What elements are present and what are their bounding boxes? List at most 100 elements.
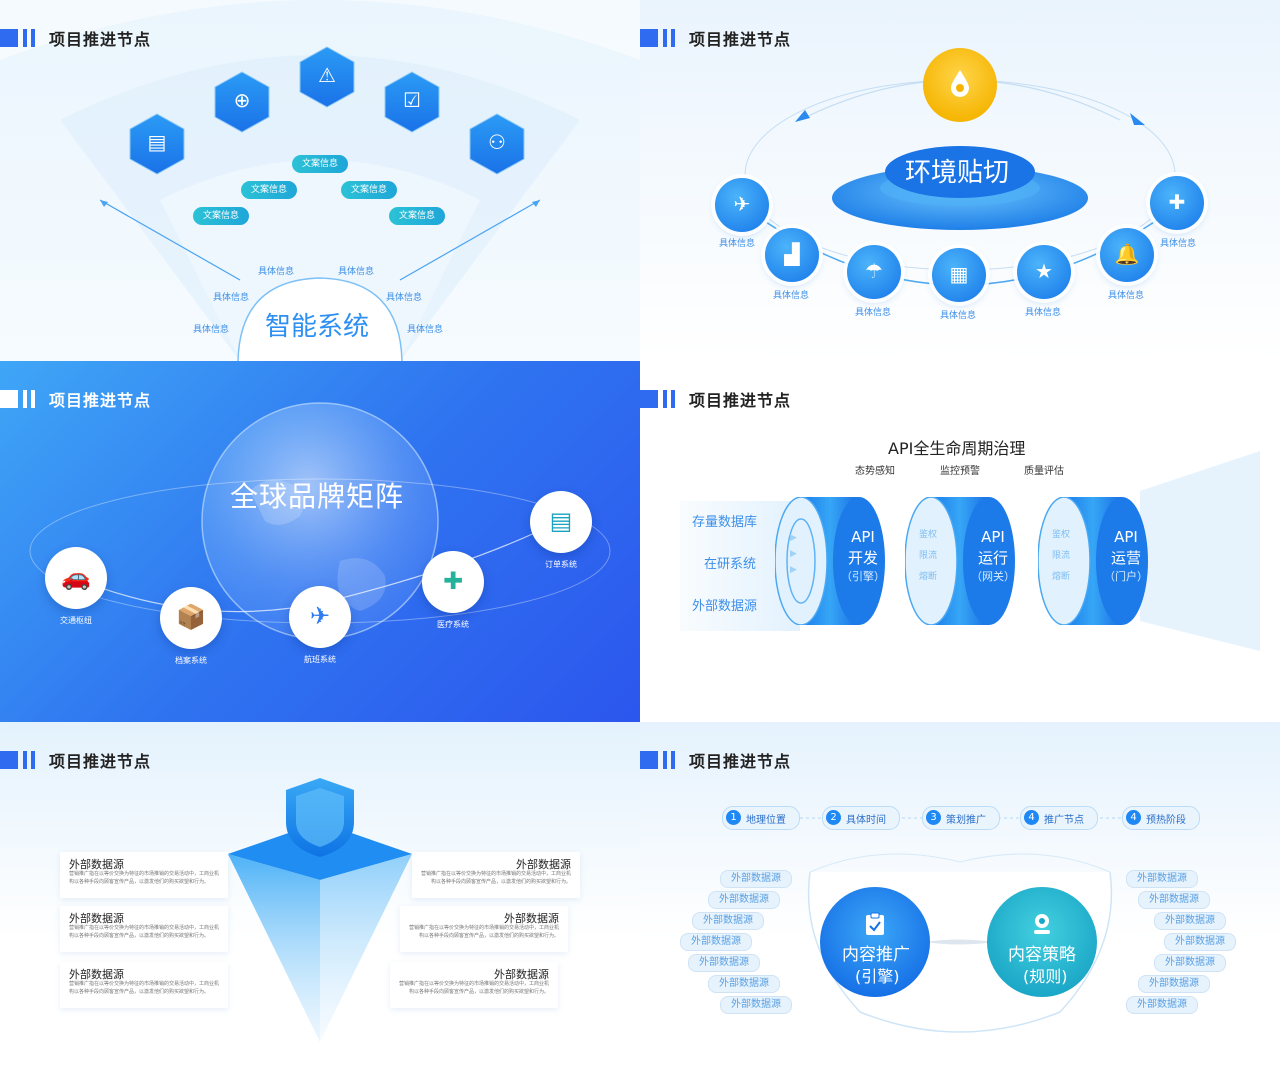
info-card[interactable]: 外部数据源营销推广指在以等价交换为特征的市场推销的交易活动中，工商业机构以各种手…	[412, 852, 580, 898]
source-tag[interactable]: 外部数据源	[688, 954, 760, 972]
card-title: 外部数据源	[69, 968, 124, 981]
info-card[interactable]: 外部数据源营销推广指在以等价交换为特征的市场推销的交易活动中，工商业机构以各种手…	[390, 962, 558, 1008]
info-card[interactable]: 外部数据源营销推广指在以等价交换为特征的市场推销的交易活动中，工商业机构以各种手…	[400, 906, 568, 952]
car-icon: 🚗	[61, 563, 91, 591]
orbit-node[interactable]: ★	[1017, 245, 1071, 299]
source-tag[interactable]: 外部数据源	[1138, 891, 1210, 909]
stage-label: 质量评估	[1024, 466, 1064, 477]
info-card[interactable]: 外部数据源营销推广指在以等价交换为特征的市场推销的交易活动中，工商业机构以各种手…	[60, 852, 228, 898]
system-node[interactable]: 📦	[160, 587, 222, 649]
source-label: 存量数据库	[692, 515, 758, 530]
api-cylinder[interactable]	[905, 497, 1015, 625]
detail-label: 具体信息	[258, 267, 295, 277]
orbit-node[interactable]: ☂	[847, 245, 901, 299]
source-tag[interactable]: 外部数据源	[708, 891, 780, 909]
source-tag[interactable]: 外部数据源	[1138, 975, 1210, 993]
left-circle-sub: (引擎)	[855, 967, 900, 986]
cylinder-l1: API	[1114, 528, 1138, 546]
page-title: 项目推进节点	[49, 752, 152, 771]
node-label: 具体信息	[1025, 308, 1062, 318]
info-card[interactable]: 外部数据源营销推广指在以等价交换为特征的市场推销的交易活动中，工商业机构以各种手…	[60, 906, 228, 952]
bell-icon: 🔔	[1114, 242, 1140, 266]
slide-environment: 项目推进节点 环境贴切 ✈具体信息▟具体信息☂具体信息▦具体信息★具体信息🔔具体…	[640, 0, 1280, 361]
face-label: 限流	[919, 551, 938, 561]
source-tag[interactable]: 外部数据源	[720, 870, 792, 888]
info-pill[interactable]: 文案信息	[292, 155, 348, 173]
right-circle-title: 内容策略	[1008, 945, 1076, 965]
card-body: 营销推广指在以等价交换为特征的市场推销的交易活动中，工商业机构以各种手段向顾客宣…	[398, 981, 549, 995]
orbit-node[interactable]: ✚	[1150, 176, 1204, 230]
box-icon: 📦	[176, 603, 206, 631]
info-pill[interactable]: 文案信息	[389, 207, 445, 225]
source-tag[interactable]: 外部数据源	[1126, 996, 1198, 1014]
card-title: 外部数据源	[516, 858, 571, 871]
card-title: 外部数据源	[494, 968, 549, 981]
node-label: 具体信息	[1108, 291, 1145, 301]
source-tag[interactable]: 外部数据源	[1154, 912, 1226, 930]
source-tag[interactable]: 外部数据源	[1126, 870, 1198, 888]
source-label: 外部数据源	[692, 599, 758, 614]
slide-header: 项目推进节点	[640, 750, 792, 771]
step-label: 具体时间	[846, 815, 886, 826]
target-icon: ⊕	[233, 88, 251, 112]
inverted-pyramid	[228, 778, 412, 1042]
page-title: 项目推进节点	[689, 391, 792, 410]
source-tag[interactable]: 外部数据源	[680, 933, 752, 951]
order-icon: ▤	[549, 507, 573, 535]
puzzle-icon: ✚	[1168, 190, 1186, 214]
center-title: 智能系统	[265, 312, 370, 342]
arrow-icon: ▶	[790, 533, 797, 543]
page-title: 项目推进节点	[689, 752, 792, 771]
slide-pyramid: 项目推进节点 外部数据源营销推广指在以等价交换为特征的市场推销的交易活动中，工商…	[0, 722, 640, 1085]
orbit-node[interactable]: 🔔	[1100, 228, 1154, 282]
source-tag[interactable]: 外部数据源	[720, 996, 792, 1014]
info-pill[interactable]: 文案信息	[241, 181, 297, 199]
detail-label: 具体信息	[213, 293, 250, 303]
orbit-node[interactable]: ▦	[932, 248, 986, 302]
arrow-icon: ▶	[790, 549, 797, 559]
system-node[interactable]: ✚	[422, 551, 484, 613]
slide-header: 项目推进节点	[0, 750, 152, 771]
cylinder-l2: 开发	[847, 549, 878, 567]
node-label: 具体信息	[773, 291, 810, 301]
right-circle-sub: (规则)	[1023, 967, 1068, 986]
source-tag[interactable]: 外部数据源	[692, 912, 764, 930]
cylinder-l1: API	[981, 528, 1005, 546]
hex-tile[interactable]: ⚇	[468, 112, 526, 176]
system-node[interactable]: 🚗	[45, 547, 107, 609]
plane-icon: ✈	[309, 602, 331, 630]
info-pill[interactable]: 文案信息	[193, 207, 249, 225]
source-tag[interactable]: 外部数据源	[1154, 954, 1226, 972]
api-cylinder[interactable]	[1038, 497, 1148, 625]
api-cylinder[interactable]	[775, 497, 885, 625]
hex-tile[interactable]: ▤	[128, 112, 186, 176]
hex-tile[interactable]: ⚠	[298, 45, 356, 109]
slide-smart-system: 项目推进节点 ▤⊕⚠☑⚇ 文案信息文案信息文案信息文案信息文案信息 具体信息具体…	[0, 0, 640, 361]
hex-tile[interactable]: ☑	[383, 70, 441, 134]
slide-header: 项目推进节点	[640, 389, 792, 410]
globe-title: 全球品牌矩阵	[230, 480, 405, 513]
hex-tile[interactable]: ⊕	[213, 70, 271, 134]
slide-header: 项目推进节点	[640, 28, 792, 49]
orbit-node[interactable]: ✈	[715, 178, 769, 232]
cylinder-l1: API	[851, 528, 875, 546]
system-node[interactable]: ✈	[289, 586, 351, 648]
page-title: 项目推进节点	[49, 30, 152, 49]
left-circle-title: 内容推广	[842, 945, 910, 965]
info-card[interactable]: 外部数据源营销推广指在以等价交换为特征的市场推销的交易活动中，工商业机构以各种手…	[60, 962, 228, 1008]
orbit-node[interactable]: ▟	[765, 228, 819, 282]
node-label: 具体信息	[855, 308, 892, 318]
source-tag[interactable]: 外部数据源	[1164, 933, 1236, 951]
source-tag[interactable]: 外部数据源	[708, 975, 780, 993]
arrow-icon: ▶	[790, 565, 797, 575]
detail-label: 具体信息	[407, 325, 444, 335]
system-node[interactable]: ▤	[530, 491, 592, 553]
cylinder-l3: （网关）	[971, 570, 1015, 583]
page-title: 项目推进节点	[689, 30, 792, 49]
info-pill[interactable]: 文案信息	[341, 181, 397, 199]
